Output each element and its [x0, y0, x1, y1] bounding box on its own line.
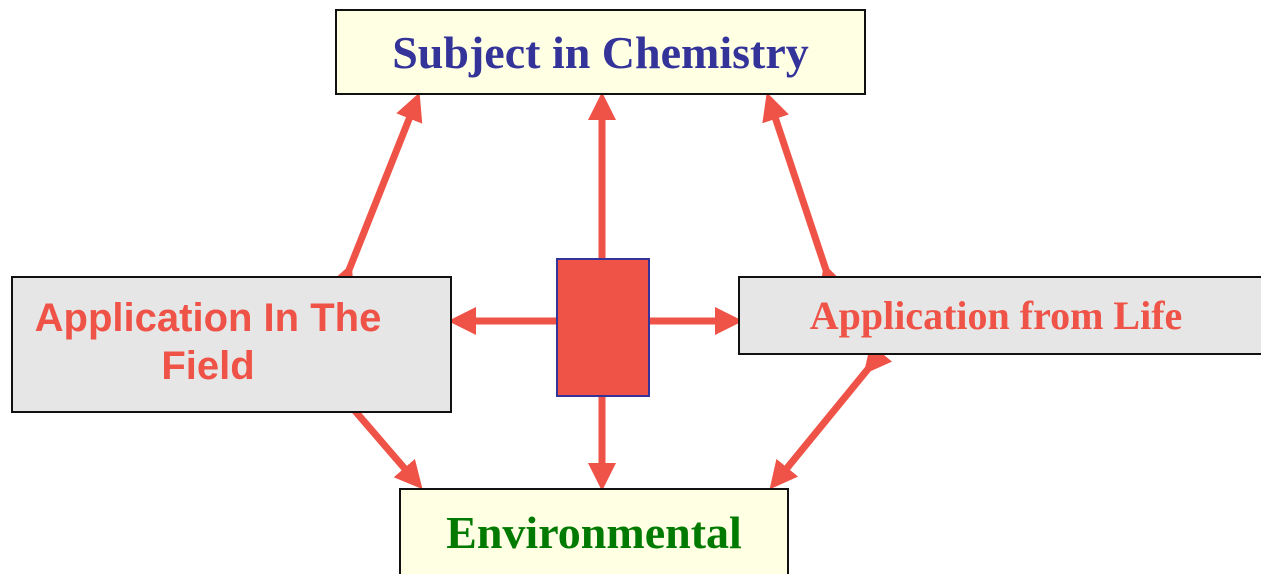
node-environmental: Environmental: [399, 488, 789, 574]
node-top-label: Subject in Chemistry: [392, 26, 809, 78]
node-left-label: Application In The Field: [34, 296, 382, 388]
arrow-top-left: [328, 92, 423, 295]
arrow-top-right: [762, 92, 846, 295]
arrow-right-bottom: [769, 343, 893, 490]
center-hub-block: [556, 258, 650, 397]
node-subject-in-chemistry: Subject in Chemistry: [335, 9, 866, 95]
node-application-in-the-field: Application In The Field: [11, 276, 452, 413]
node-bottom-label: Environmental: [446, 507, 742, 558]
node-application-from-life: Application from Life: [738, 276, 1261, 355]
node-right-label: Application from Life: [809, 293, 1183, 338]
